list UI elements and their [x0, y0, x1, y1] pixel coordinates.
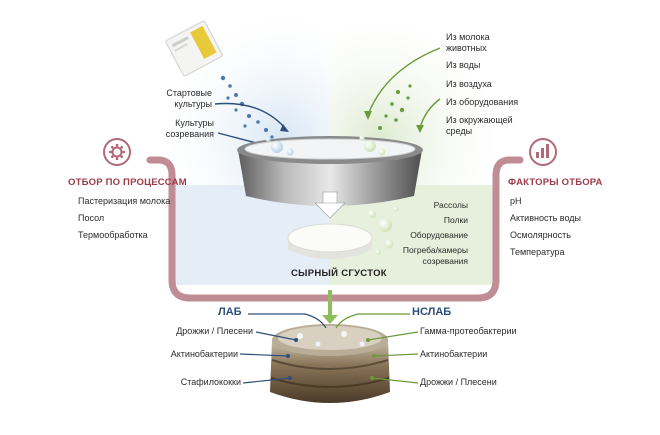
- nslab-item-actinobacteria: Актинобактерии: [420, 349, 488, 359]
- source-environment-label: Из окружающей среды: [446, 115, 513, 137]
- process-item-heat-treatment: Термообработка: [78, 230, 148, 240]
- source-environment-line-2: среды: [446, 126, 473, 136]
- factor-item-water-activity: Активность воды: [510, 213, 581, 223]
- lab-connectors: [239, 313, 327, 384]
- bar-chart-icon-shape: [536, 144, 549, 158]
- vat-bubbles: [265, 135, 386, 156]
- source-equipment-label: Из оборудования: [446, 97, 519, 107]
- curd-cylinder: [287, 223, 373, 259]
- lab-item-yeasts-molds: Дрожжи / Плесени: [176, 326, 253, 336]
- ripening-env-shelves: Полки: [443, 215, 468, 225]
- ripening-env-brines: Рассолы: [433, 200, 468, 210]
- starter-particles: [220, 75, 274, 139]
- down-arrow-small: [322, 315, 338, 324]
- source-environment-line-1: Из окружающей: [446, 115, 513, 125]
- curd-label: СЫРНЫЙ СГУСТОК: [291, 268, 387, 279]
- ripening-cultures-label: Культуры созревания: [158, 118, 214, 140]
- factors-heading: ФАКТОРЫ ОТБОРА: [508, 177, 603, 188]
- process-item-salting: Посол: [78, 213, 105, 223]
- nslab-item-yeasts-molds: Дрожжи / Плесени: [420, 377, 497, 387]
- cheese-wheel: [270, 324, 390, 403]
- curd-bubbles: [368, 206, 399, 255]
- down-arrow: [314, 191, 346, 219]
- starter-packet: [165, 20, 223, 77]
- ripening-env-cellars-line-2: созревания: [422, 256, 468, 266]
- ripening-env-cellars: Погреба/камеры: [402, 245, 468, 255]
- lab-title: ЛАБ: [218, 306, 242, 318]
- factor-item-osmolarity: Осмолярность: [510, 230, 571, 240]
- starter-arrow: [214, 102, 286, 129]
- source-milk-label: Из молока животных: [446, 32, 490, 54]
- source-particles: [378, 84, 412, 130]
- source-water-label: Из воды: [446, 60, 481, 70]
- nslab-title: НСЛАБ: [412, 306, 452, 318]
- process-item-pasteurization: Пастеризация молока: [78, 196, 171, 206]
- ripening-cultures-line-1: Культуры: [175, 118, 214, 128]
- source-arrow-1: [367, 47, 441, 116]
- ripening-cultures-line-2: созревания: [165, 129, 214, 139]
- source-milk-line-2: животных: [446, 43, 487, 53]
- starter-cultures-label: Стартовые культуры: [160, 88, 212, 110]
- starter-cultures-line-1: Стартовые: [166, 88, 212, 98]
- factor-item-temperature: Температура: [510, 247, 565, 257]
- nslab-item-gamma-proteobacteria: Гамма-протеобактерии: [420, 326, 517, 336]
- lab-item-actinobacteria: Актинобактерии: [170, 349, 238, 359]
- process-heading: ОТБОР ПО ПРОЦЕССАМ: [68, 177, 187, 188]
- selection-path: [146, 156, 524, 302]
- ripening-env-equipment: Оборудование: [410, 230, 468, 240]
- source-milk-line-1: Из молока: [446, 32, 490, 42]
- factor-item-ph: pH: [510, 196, 522, 206]
- lab-item-staphylococci: Стафилококки: [180, 377, 241, 387]
- starter-cultures-line-2: культуры: [174, 99, 212, 109]
- nslab-connectors: [335, 313, 419, 384]
- gear-icon: [103, 138, 131, 166]
- gear-icon-shape: [109, 144, 125, 160]
- source-air-label: Из воздуха: [446, 79, 492, 89]
